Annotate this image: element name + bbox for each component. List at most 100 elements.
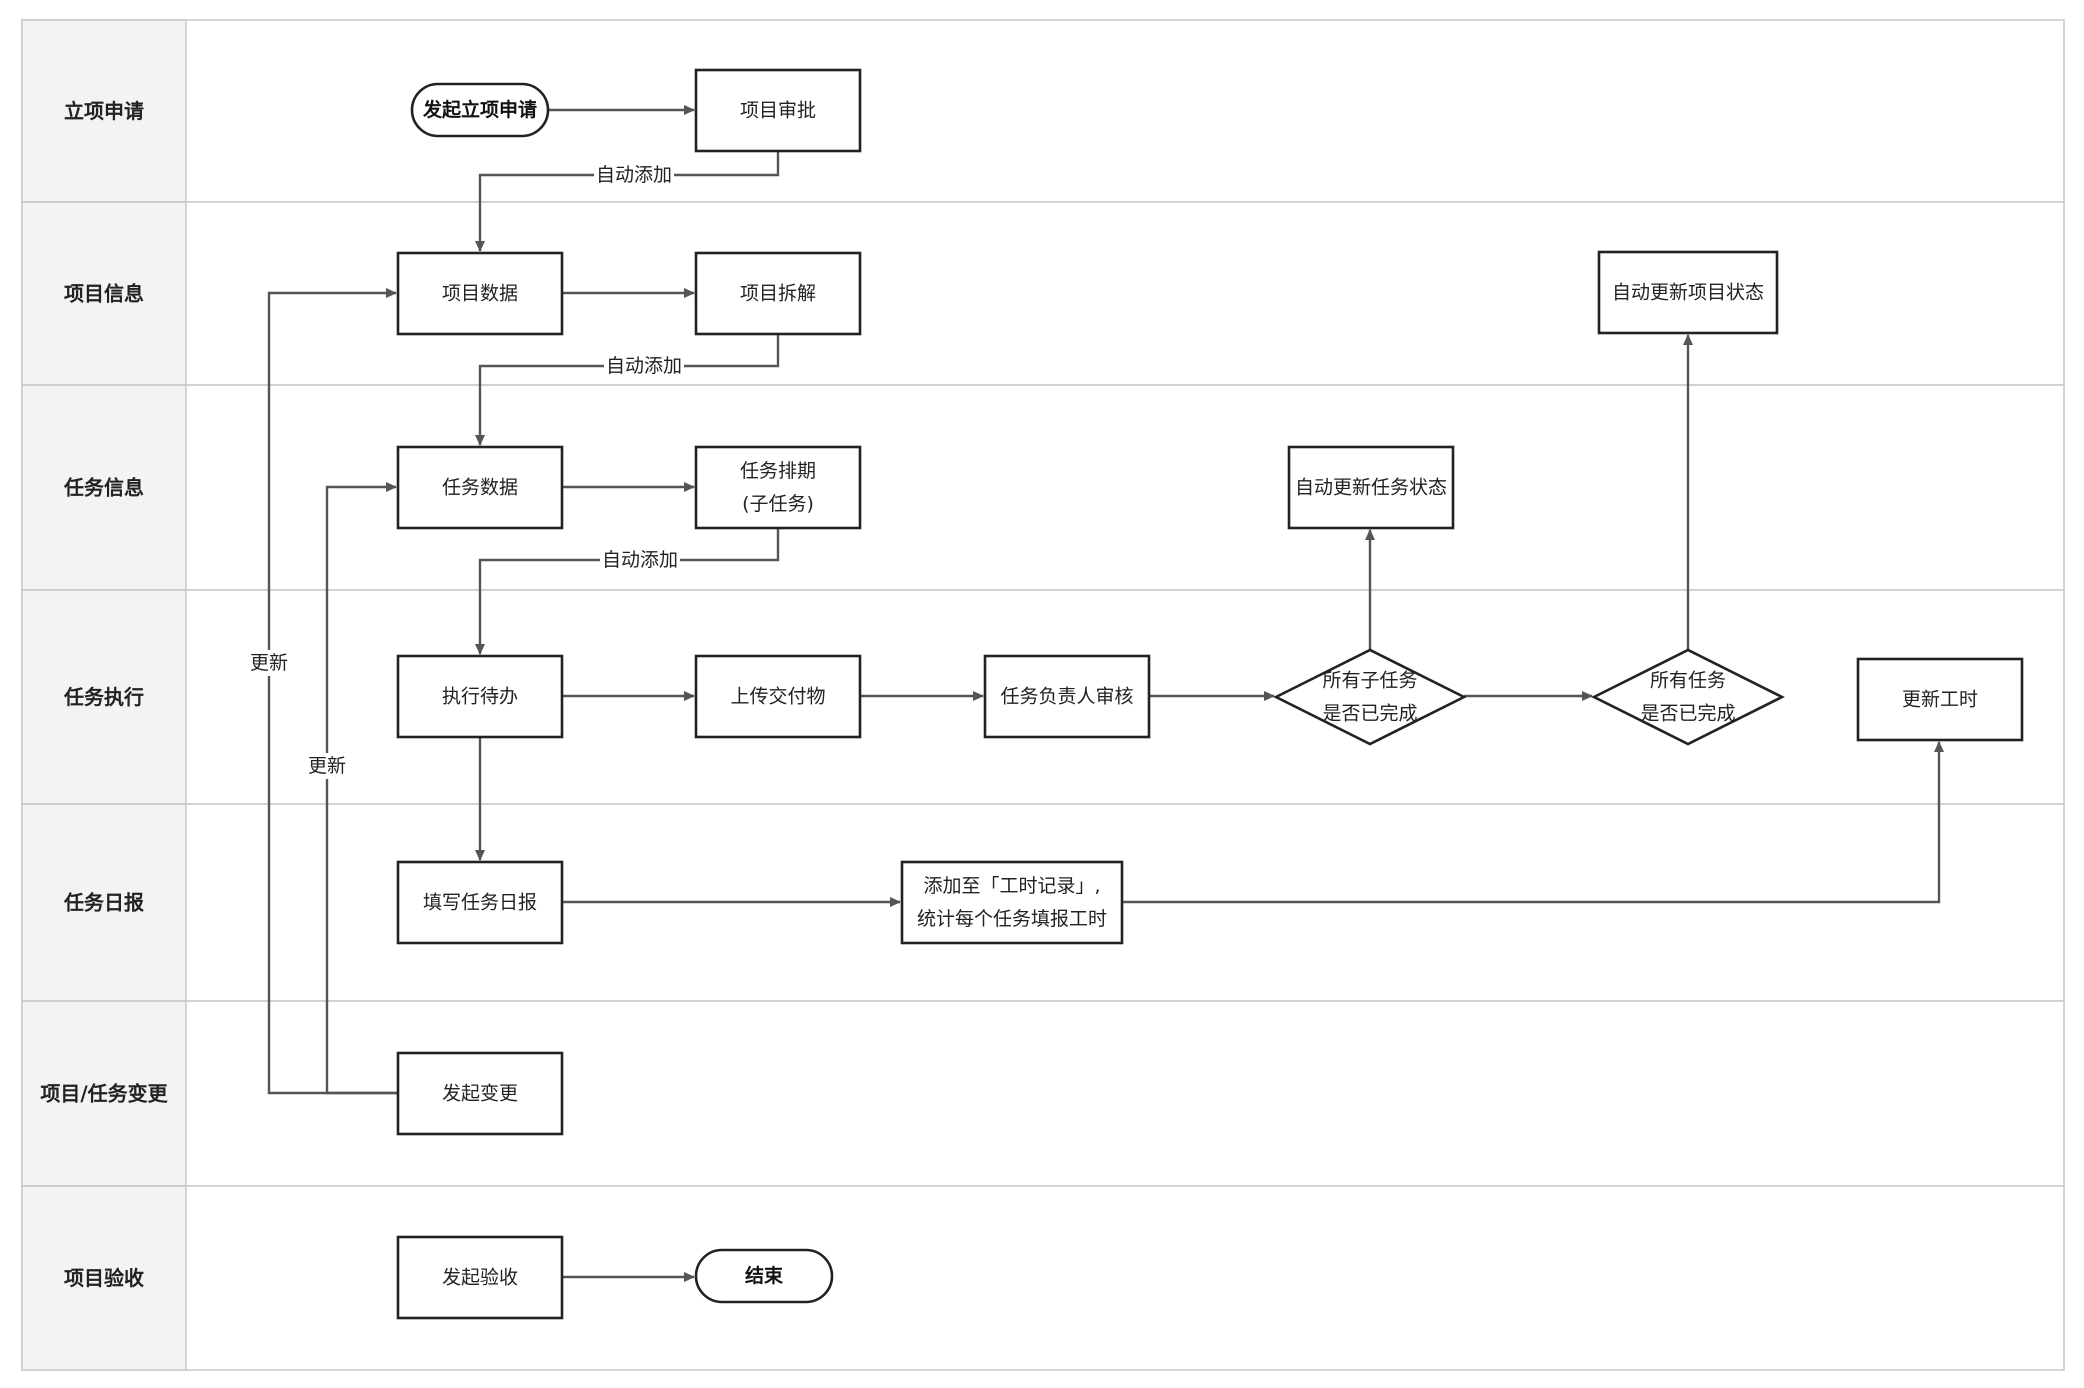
node-text: 填写任务日报 bbox=[423, 892, 537, 914]
exec-todo-node: 执行待办 bbox=[396, 654, 564, 739]
project-approval-node: 项目审批 bbox=[694, 68, 862, 153]
node-text: 项目数据 bbox=[442, 283, 518, 305]
edge-label-group: 自动添加 bbox=[604, 353, 684, 379]
node-text: 更新工时 bbox=[1902, 689, 1978, 711]
process-shape bbox=[396, 654, 564, 739]
terminal-shape bbox=[694, 1248, 834, 1304]
node-text: 是否已完成 bbox=[1640, 703, 1735, 725]
process-shape bbox=[396, 860, 564, 945]
edge-label-group: 更新 bbox=[306, 753, 348, 779]
node-text: 发起变更 bbox=[442, 1083, 518, 1105]
edge-label: 自动添加 bbox=[602, 549, 678, 571]
process-shape bbox=[694, 251, 862, 336]
process-shape bbox=[983, 654, 1151, 739]
start-apply-node: 发起立项申请 bbox=[410, 82, 550, 138]
decision-shape bbox=[1591, 648, 1785, 746]
lane-header bbox=[21, 803, 187, 1002]
lane-label: 项目信息 bbox=[64, 282, 144, 306]
project-breakdown-node: 项目拆解 bbox=[694, 251, 862, 336]
edge-label-background bbox=[306, 753, 348, 779]
lane-label: 任务信息 bbox=[63, 476, 144, 500]
auto-update-task-status-node: 自动更新任务状态 bbox=[1287, 445, 1455, 530]
process-shape bbox=[694, 445, 862, 530]
edge-label-background bbox=[594, 162, 674, 188]
fill-daily-report-node: 填写任务日报 bbox=[396, 860, 564, 945]
lane-header bbox=[21, 201, 187, 386]
lane-header bbox=[21, 1185, 187, 1371]
lane-acceptance: 项目验收 bbox=[21, 1185, 2065, 1371]
edge-label-group: 自动添加 bbox=[600, 547, 680, 573]
lane-body bbox=[21, 1185, 2065, 1371]
edges bbox=[267, 105, 1944, 1282]
edge-label: 更新 bbox=[308, 755, 346, 777]
decision-shape bbox=[1273, 648, 1467, 746]
lane-label: 任务日报 bbox=[63, 891, 144, 915]
initiate-change-node: 发起变更 bbox=[396, 1051, 564, 1136]
edge-label-background bbox=[604, 353, 684, 379]
lane-body bbox=[21, 19, 2065, 203]
update-hours-node: 更新工时 bbox=[1856, 657, 2024, 742]
process-shape bbox=[396, 1235, 564, 1320]
terminal-shape bbox=[410, 82, 550, 138]
edge-initiate-change-to-task-data bbox=[325, 482, 398, 1095]
node-text: 发起验收 bbox=[442, 1267, 518, 1289]
initiate-acceptance-node: 发起验收 bbox=[396, 1235, 564, 1320]
lane-label: 立项申请 bbox=[64, 99, 144, 123]
node-text: 执行待办 bbox=[442, 686, 518, 708]
process-shape bbox=[1597, 250, 1779, 335]
upload-deliverable-node: 上传交付物 bbox=[694, 654, 862, 739]
node-text: 上传交付物 bbox=[730, 686, 825, 708]
node-text: 自动更新项目状态 bbox=[1612, 282, 1764, 304]
node-text: 项目审批 bbox=[740, 100, 816, 122]
node-text: 自动更新任务状态 bbox=[1295, 477, 1447, 499]
node-text: 任务数据 bbox=[442, 477, 518, 499]
task-schedule-node: 任务排期 (子任务) bbox=[694, 445, 862, 530]
node-text: (子任务) bbox=[742, 493, 814, 515]
node-text: 任务负责人审核 bbox=[1000, 686, 1133, 708]
node-text: 添加至「工时记录」, bbox=[923, 875, 1100, 897]
lane-project-apply: 立项申请 bbox=[21, 19, 2065, 203]
node-text: 发起立项申请 bbox=[422, 98, 537, 121]
edge-label-group: 自动添加 bbox=[594, 162, 674, 188]
edge-label: 自动添加 bbox=[596, 164, 672, 186]
process-shape bbox=[396, 1051, 564, 1136]
task-data-node: 任务数据 bbox=[396, 445, 564, 530]
node-text: 结束 bbox=[745, 1264, 784, 1287]
lane-header bbox=[21, 384, 187, 591]
node-text: 是否已完成 bbox=[1322, 703, 1417, 725]
process-shape bbox=[694, 654, 862, 739]
node-text: 项目拆解 bbox=[740, 283, 816, 305]
process-shape bbox=[396, 445, 564, 530]
process-shape bbox=[1856, 657, 2024, 742]
lane-label: 项目/任务变更 bbox=[40, 1082, 168, 1106]
process-shape bbox=[396, 251, 564, 336]
edge-label-background bbox=[248, 650, 290, 676]
node-text: 所有任务 bbox=[1650, 670, 1726, 692]
auto-update-project-status-node: 自动更新项目状态 bbox=[1597, 250, 1779, 335]
process-shape bbox=[1287, 445, 1455, 530]
process-shape bbox=[900, 860, 1124, 945]
edge-label-group: 更新 bbox=[248, 650, 290, 676]
lane-header bbox=[21, 1000, 187, 1187]
owner-review-node: 任务负责人审核 bbox=[983, 654, 1151, 739]
add-to-hours-node: 添加至「工时记录」, 统计每个任务填报工时 bbox=[900, 860, 1124, 945]
node-text: 所有子任务 bbox=[1322, 670, 1417, 692]
lane-label: 任务执行 bbox=[63, 685, 144, 709]
edge-label: 自动添加 bbox=[606, 355, 682, 377]
lane-label: 项目验收 bbox=[64, 1266, 144, 1290]
edge-add-to-hours-to-update-hours bbox=[1122, 741, 1944, 904]
edge-label: 更新 bbox=[250, 652, 288, 674]
node-text: 统计每个任务填报工时 bbox=[917, 908, 1107, 930]
process-shape bbox=[694, 68, 862, 153]
node-text: 任务排期 bbox=[740, 460, 816, 482]
lane-task-info: 任务信息 bbox=[21, 384, 2065, 591]
project-data-node: 项目数据 bbox=[396, 251, 564, 336]
end-node: 结束 bbox=[694, 1248, 834, 1304]
lane-header bbox=[21, 19, 187, 203]
